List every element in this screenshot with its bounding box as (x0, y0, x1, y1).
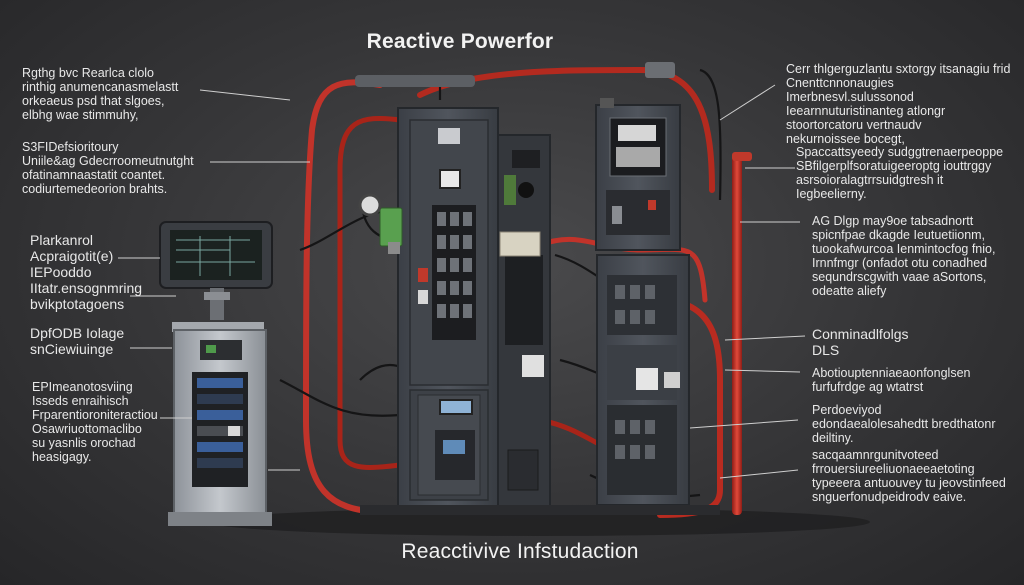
breaker-switches (437, 212, 472, 318)
left-label-1: Rgthg bvc Rearlca clolo rinthig anumenca… (22, 66, 179, 122)
lower-display (439, 399, 473, 415)
red-pipe-right-top (732, 152, 752, 161)
monitor-circuit-lines (176, 236, 255, 276)
green-device-base (388, 242, 400, 254)
red-cable-left-inner (337, 115, 403, 470)
left-cabinet-green-light (206, 345, 216, 353)
right-label-3: AG Dlgp may9oe tabsadnortt spicnfpae dka… (812, 214, 996, 298)
small-red-label (418, 268, 428, 282)
callout-line-r5 (724, 369, 801, 373)
monitor-neck-cap (204, 292, 230, 300)
meter-display-1 (438, 128, 460, 144)
right-lower-panel-1 (607, 275, 677, 335)
lower-box (435, 430, 475, 480)
right-upper-cabinet (595, 98, 681, 251)
left-cabinet (168, 322, 272, 526)
callout-line-l1 (199, 89, 291, 101)
left-label-3: Plarkanrol Acpraigotit(e) IEPooddo IItat… (30, 232, 143, 312)
side-meter-1 (512, 150, 540, 168)
left-cabinet-base (168, 512, 272, 526)
left-cabinet-modules (197, 378, 243, 468)
right-lower-white-box (636, 368, 658, 390)
callout-line-r4 (724, 335, 806, 341)
meter-display-2 (439, 169, 461, 189)
right-upper-screen (618, 125, 656, 141)
top-pipe (355, 75, 475, 87)
side-white-box (522, 355, 544, 377)
pressure-gauge (358, 193, 382, 217)
side-lower-box (507, 449, 539, 491)
side-breakers (505, 255, 543, 345)
top-pipe-joint (645, 62, 675, 78)
right-label-6: Perdoeviyod edondaealolesahedtt bredthat… (812, 403, 996, 445)
small-white-label (418, 290, 428, 304)
left-cabinet-top (172, 322, 264, 332)
right-label-7: sacqaamnrgunitvoteed frrouersiureeliuona… (812, 448, 1006, 504)
junction-box (499, 231, 541, 257)
side-green-panel (504, 175, 516, 205)
red-pipe-right-vertical (732, 155, 742, 515)
central-cabinet (397, 107, 551, 509)
callout-line-r6 (689, 419, 799, 429)
base-rail (360, 505, 720, 515)
black-cable-4 (699, 68, 722, 201)
right-lower-breakers (615, 285, 655, 459)
bottom-title: Reacctivive Infstudaction (401, 540, 639, 563)
right-label-5: Abotiouptenniaeaonfonglsen furfufrdge ag… (812, 366, 971, 394)
right-lower-cabinet (596, 254, 690, 506)
left-monitor (159, 221, 273, 320)
right-label-2: Spaccattsyeedy sudggtrenaerpeoppe SBfilg… (796, 145, 1004, 201)
right-upper-red-light (648, 200, 656, 210)
left-label-4: DpfODB Iolage snCiewiuinge (30, 325, 125, 357)
red-cable-left-outer (303, 79, 383, 515)
lower-screen (443, 440, 465, 454)
black-cable-2 (279, 379, 401, 417)
main-title: Reactive Powerfor (366, 30, 554, 53)
callout-line-r1 (719, 84, 776, 121)
right-upper-screen-2 (616, 147, 660, 167)
green-device (379, 207, 403, 247)
right-label-1: Cerr thlgerguzlantu sxtorgy itsanagiu fr… (786, 62, 1011, 146)
right-label-4: Conminadlfolgs DLS (812, 326, 909, 358)
right-upper-switch (612, 206, 622, 224)
left-label-5: EPImeanotosviing Isseds enraihisch Frpar… (32, 380, 158, 464)
left-label-2: S3FIDefsioritoury Uniile&ag Gdecrroomeut… (22, 140, 194, 196)
callout-lines (118, 84, 806, 479)
right-upper-top-cap (600, 98, 614, 108)
callout-line-r7 (719, 469, 799, 479)
monitor-screen (170, 230, 262, 280)
side-dial (518, 182, 534, 198)
right-lower-white-box-2 (664, 372, 680, 388)
